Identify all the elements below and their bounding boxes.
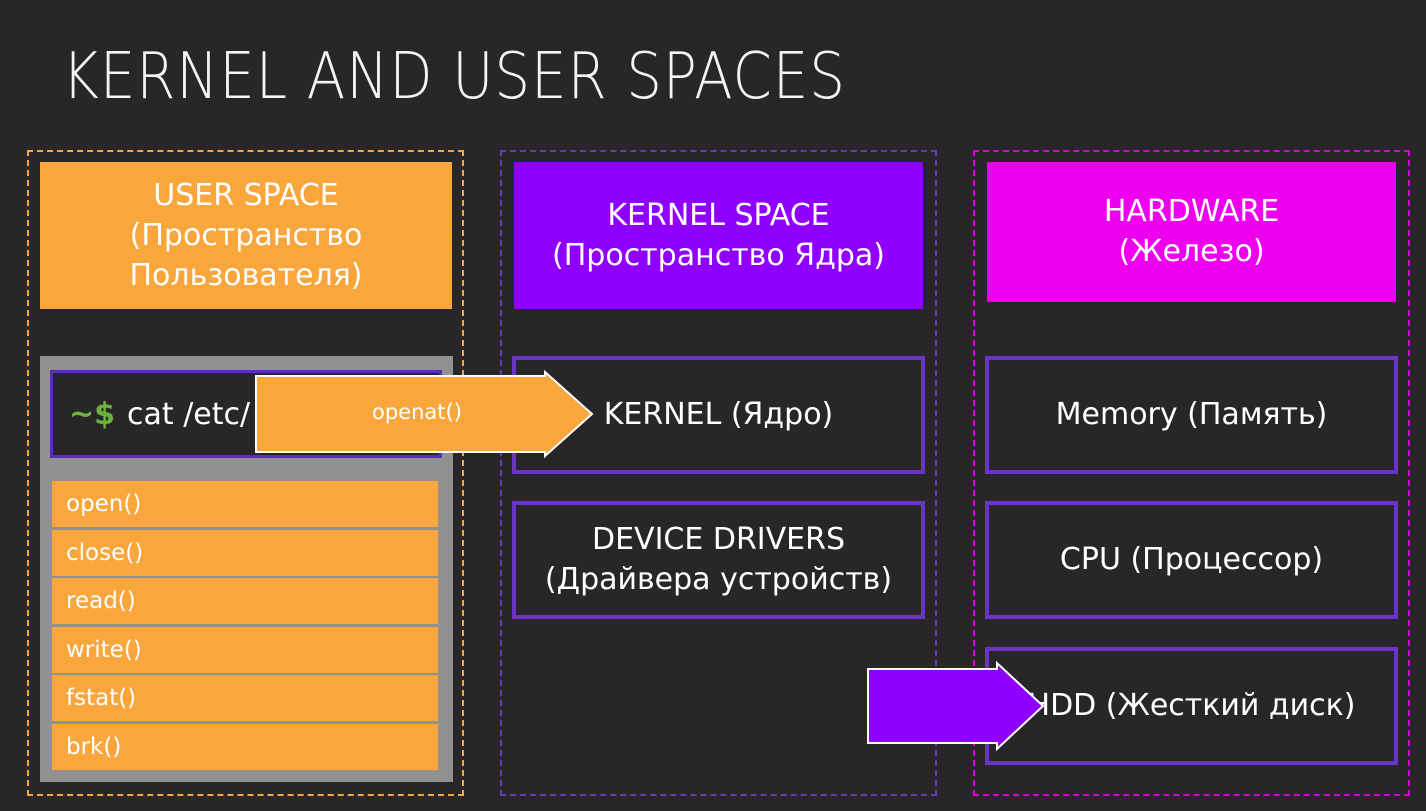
syscall-item-fstat: fstat() <box>52 675 438 722</box>
hardware-header: HARDWARE (Железо) <box>987 162 1396 302</box>
device-drivers-line-2: (Драйвера устройств) <box>544 562 893 597</box>
hdd-box-label: HDD (Жесткий диск) <box>1027 688 1356 723</box>
user-space-header: USER SPACE (Пространство Пользователя) <box>40 162 452 309</box>
memory-box-label: Memory (Память) <box>1055 397 1328 432</box>
syscall-item-brk: brk() <box>52 723 438 770</box>
openat-arrow-label: openat() <box>372 400 462 424</box>
hardware-header-line-2: (Железо) <box>1118 234 1265 269</box>
hardware-header-line-1: HARDWARE <box>1103 194 1280 229</box>
openat-arrow <box>255 369 594 459</box>
device-drivers-line-1: DEVICE DRIVERS <box>591 522 846 557</box>
user-space-header-line-1: USER SPACE <box>153 177 339 213</box>
user-space-header-line-3: Пользователя) <box>129 257 363 293</box>
kernel-space-region <box>500 150 937 796</box>
user-space-header-line-2: (Пространство <box>129 217 363 253</box>
syscall-item-open: open() <box>52 481 438 527</box>
kernel-space-header-line-2: (Пространство Ядра) <box>552 237 885 273</box>
device-drivers-box: DEVICE DRIVERS (Драйвера устройств) <box>512 501 925 619</box>
kernel-space-header: KERNEL SPACE (Пространство Ядра) <box>514 162 923 309</box>
hardware-region <box>973 150 1410 796</box>
kernel-box-label: KERNEL (Ядро) <box>603 397 834 432</box>
syscall-item-read: read() <box>52 578 438 625</box>
syscall-list: open() close() read() write() fstat() br… <box>52 481 438 773</box>
slide-title: KERNEL AND USER SPACES <box>62 40 846 114</box>
hdd-arrow <box>867 660 1045 752</box>
terminal-prompt: ~$ <box>69 396 116 432</box>
cpu-box: CPU (Процессор) <box>985 501 1398 619</box>
cpu-box-label: CPU (Процессор) <box>1059 542 1324 577</box>
syscall-item-write: write() <box>52 626 438 673</box>
memory-box: Memory (Память) <box>985 356 1398 474</box>
user-space-region <box>27 150 464 796</box>
syscall-item-close: close() <box>52 529 438 576</box>
terminal-command: cat /etc/ <box>127 396 251 432</box>
kernel-space-header-line-1: KERNEL SPACE <box>607 197 830 233</box>
